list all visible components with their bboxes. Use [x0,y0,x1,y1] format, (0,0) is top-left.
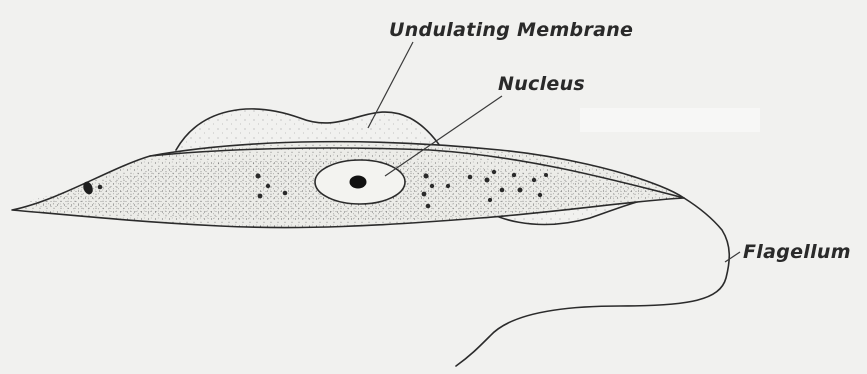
paper-patch [580,108,760,132]
nucleus [315,160,405,204]
label-flagellum: Flagellum [743,241,851,263]
label-undulating-membrane: Undulating Membrane [389,19,633,41]
label-nucleus: Nucleus [498,73,585,95]
flagellum [456,198,729,366]
leader-flagellum [725,252,740,262]
